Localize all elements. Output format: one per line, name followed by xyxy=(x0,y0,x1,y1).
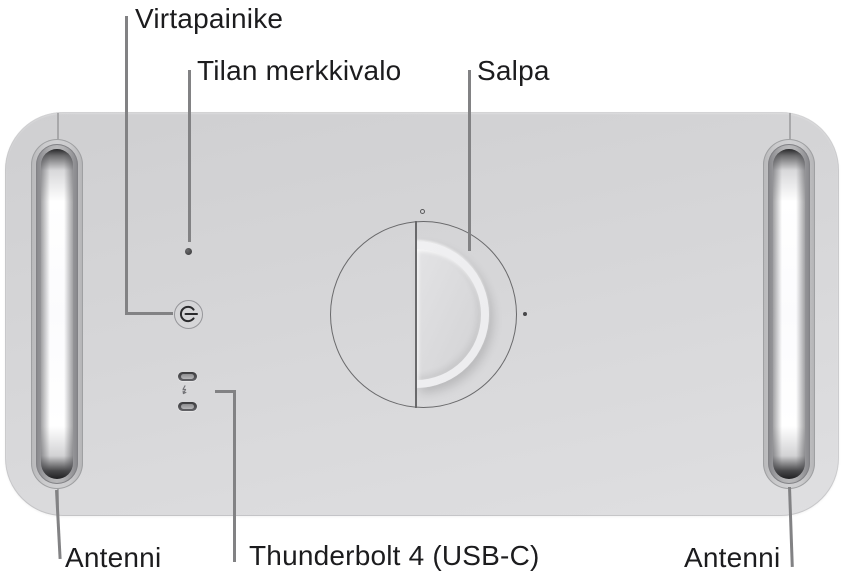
thunderbolt-port-2 xyxy=(178,402,197,411)
callout-line-power-horizontal xyxy=(124,311,173,315)
case-seam xyxy=(57,113,59,140)
latch-lock-mark xyxy=(523,312,527,316)
callout-line-latch xyxy=(467,70,471,251)
callout-line-thunderbolt-horizontal xyxy=(215,389,236,393)
callout-line-thunderbolt-vertical xyxy=(232,389,236,562)
antenna-slot-right xyxy=(763,139,815,489)
callout-line-status-light xyxy=(187,70,191,242)
thunderbolt-icon xyxy=(182,385,187,395)
port-slot xyxy=(181,404,194,409)
label-power-button: Virtapainike xyxy=(135,3,284,34)
power-button xyxy=(174,300,203,329)
status-indicator-light xyxy=(185,248,192,255)
thunderbolt-port-1 xyxy=(178,372,197,381)
latch-unlock-mark xyxy=(420,209,425,214)
latch-dial xyxy=(330,221,517,408)
mac-pro-top-body xyxy=(5,112,839,516)
antenna-slot-left xyxy=(31,139,83,489)
label-antenna-right: Antenni xyxy=(684,542,781,573)
label-status-light: Tilan merkkivalo xyxy=(197,55,402,86)
antenna-tube xyxy=(773,149,805,479)
antenna-tube xyxy=(41,149,73,479)
label-thunderbolt: Thunderbolt 4 (USB-C) xyxy=(249,540,540,571)
label-latch: Salpa xyxy=(477,55,550,86)
label-antenna-left: Antenni xyxy=(65,542,162,573)
case-seam xyxy=(789,113,791,140)
callout-line-power-vertical xyxy=(124,16,128,314)
latch-dividing-line xyxy=(415,221,417,408)
power-icon xyxy=(179,305,198,323)
port-slot xyxy=(181,374,194,379)
